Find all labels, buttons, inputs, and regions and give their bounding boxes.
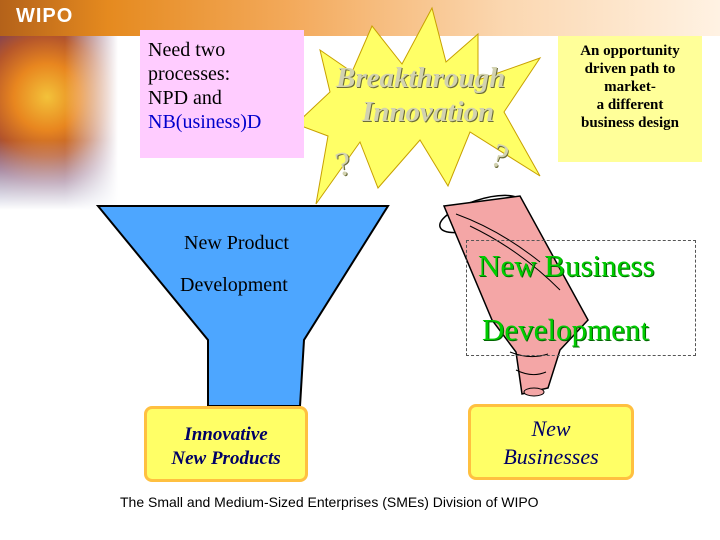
nbd-label-line-1: New Business — [478, 248, 655, 283]
output-right-line-1: New — [531, 416, 571, 441]
output-left-line-1: Innovative — [184, 424, 268, 445]
note-line-1: Need two — [148, 39, 226, 61]
output-left-line-2: New Products — [171, 448, 281, 469]
opportunity-note: An opportunity driven path to market- a … — [558, 36, 702, 162]
output-right-line-2: Businesses — [503, 444, 599, 469]
footer-credit: The Small and Medium-Sized Enterprises (… — [120, 494, 539, 510]
burst-title-line-1: Breakthrough — [336, 62, 506, 94]
note-line-2: processes: — [148, 63, 231, 85]
output-new-products: Innovative New Products — [144, 406, 308, 482]
npd-label-line-1: New Product — [184, 232, 289, 254]
breakthrough-burst — [295, 6, 542, 205]
note-line-3: NPD and — [148, 87, 222, 109]
opportunity-line-2: driven path to — [584, 61, 676, 77]
nbd-label-line-2: Development — [482, 312, 650, 347]
note-line-4: NB(usiness)D — [148, 111, 262, 133]
header-bar — [0, 0, 720, 36]
output-new-businesses: New Businesses — [468, 404, 634, 480]
nbd-label-box — [466, 240, 696, 356]
opportunity-line-5: business design — [581, 115, 679, 131]
opportunity-line-1: An opportunity — [580, 43, 680, 59]
decorative-fade-side — [0, 36, 118, 210]
opportunity-line-3: market- — [604, 79, 656, 95]
wipo-logo: WIPO — [16, 5, 74, 27]
nbd-funnel — [439, 194, 589, 397]
npd-label-line-2: Development — [180, 274, 288, 296]
process-note: Need two processes: NPD and NB(usiness)D — [140, 30, 304, 158]
burst-title-line-2: Innovation — [362, 96, 495, 128]
opportunity-line-4: a different — [596, 97, 664, 113]
